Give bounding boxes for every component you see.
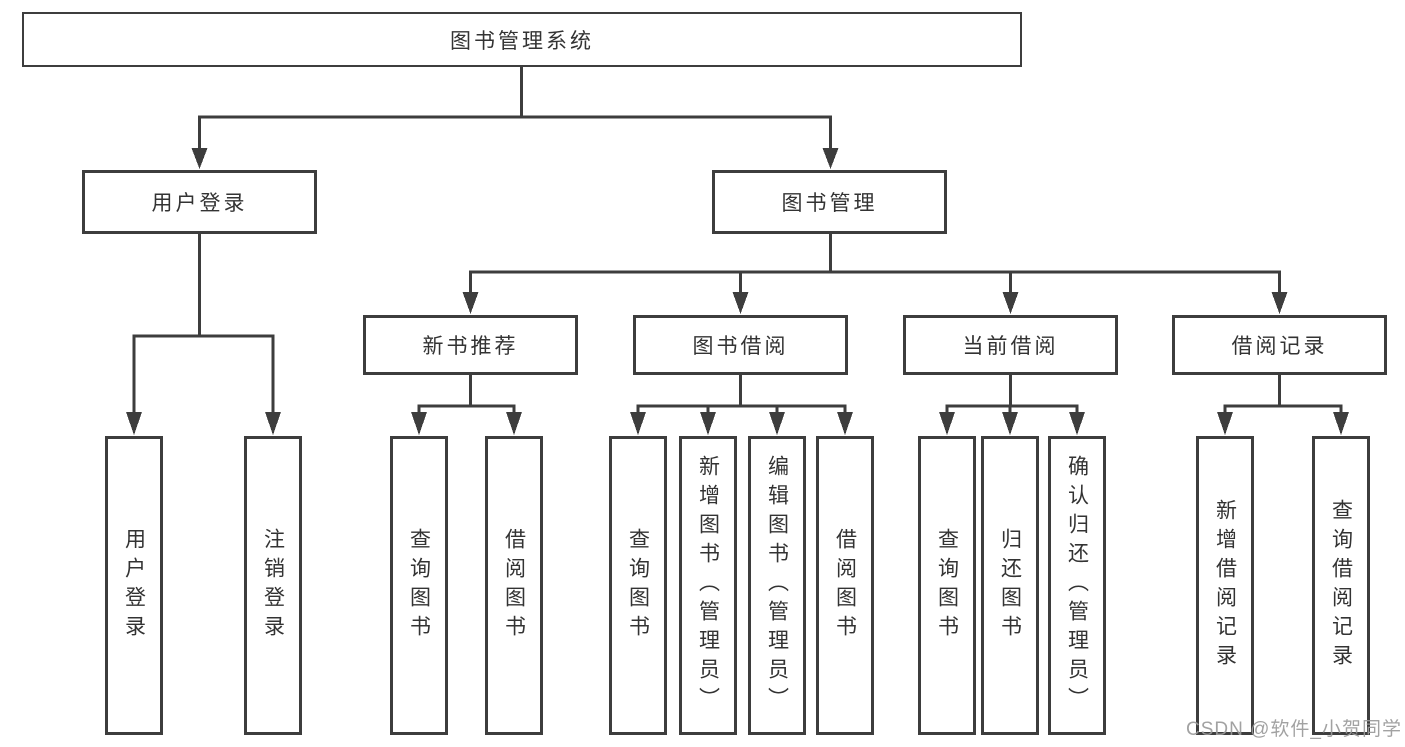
leaf-return-book: 归还图书	[981, 436, 1039, 735]
leaf-add-borrow-record: 新增借阅记录	[1196, 436, 1254, 735]
connector-root-to-level2	[191, 67, 839, 169]
connector-borrow-records-to-leaves	[1217, 375, 1349, 435]
leaf-borrow-books-label: 借阅图书	[833, 527, 857, 644]
leaf-confirm-return-admin-label: 确认归还（管理员）	[1065, 455, 1089, 716]
connector-new-book-to-leaves	[411, 375, 522, 435]
node-new-book-recommend-label: 新书推荐	[422, 335, 519, 358]
node-current-borrow-label: 当前借阅	[962, 335, 1059, 358]
leaf-query-books-borrow: 查询图书	[609, 436, 667, 735]
connector-current-borrow-to-leaves	[939, 375, 1085, 435]
leaf-query-books-borrow-label: 查询图书	[626, 527, 650, 644]
leaf-edit-book-admin-label: 编辑图书（管理员）	[765, 455, 789, 716]
leaf-logout-login-label: 注销登录	[261, 527, 285, 644]
node-book-management: 图书管理	[712, 170, 947, 234]
leaf-query-books-newbook-label: 查询图书	[407, 527, 431, 644]
leaf-query-books-newbook: 查询图书	[390, 436, 448, 735]
node-current-borrow: 当前借阅	[903, 315, 1118, 375]
leaf-add-borrow-record-label: 新增借阅记录	[1213, 498, 1237, 673]
node-user-login: 用户登录	[82, 170, 317, 234]
leaf-user-login: 用户登录	[105, 436, 163, 735]
leaf-query-borrow-record-label: 查询借阅记录	[1329, 498, 1353, 673]
node-new-book-recommend: 新书推荐	[363, 315, 578, 375]
csdn-watermark: CSDN @软件_小贺同学	[1186, 719, 1402, 740]
leaf-borrow-books-newbook-label: 借阅图书	[502, 527, 526, 644]
leaf-borrow-books-newbook: 借阅图书	[485, 436, 543, 735]
leaf-borrow-books: 借阅图书	[816, 436, 874, 735]
node-root: 图书管理系统	[22, 12, 1022, 67]
node-borrow-records: 借阅记录	[1172, 315, 1387, 375]
node-borrow-records-label: 借阅记录	[1231, 335, 1328, 358]
connector-book-management-to-level3	[462, 234, 1288, 314]
connector-book-borrow-to-leaves	[630, 375, 853, 435]
leaf-query-borrow-record: 查询借阅记录	[1312, 436, 1370, 735]
connector-user-login-to-leaves	[126, 234, 281, 435]
leaf-return-book-label: 归还图书	[998, 527, 1022, 644]
node-book-borrow-label: 图书借阅	[692, 335, 789, 358]
node-user-login-label: 用户登录	[151, 192, 248, 215]
node-root-label: 图书管理系统	[450, 29, 594, 53]
node-book-borrow: 图书借阅	[633, 315, 848, 375]
leaf-confirm-return-admin: 确认归还（管理员）	[1048, 436, 1106, 735]
leaf-query-books-current: 查询图书	[918, 436, 976, 735]
leaf-add-book-admin-label: 新增图书（管理员）	[696, 455, 720, 716]
leaf-edit-book-admin: 编辑图书（管理员）	[748, 436, 806, 735]
node-book-management-label: 图书管理	[781, 192, 878, 215]
leaf-logout-login: 注销登录	[244, 436, 302, 735]
leaf-query-books-current-label: 查询图书	[935, 527, 959, 644]
leaf-add-book-admin: 新增图书（管理员）	[679, 436, 737, 735]
leaf-user-login-label: 用户登录	[122, 527, 146, 644]
